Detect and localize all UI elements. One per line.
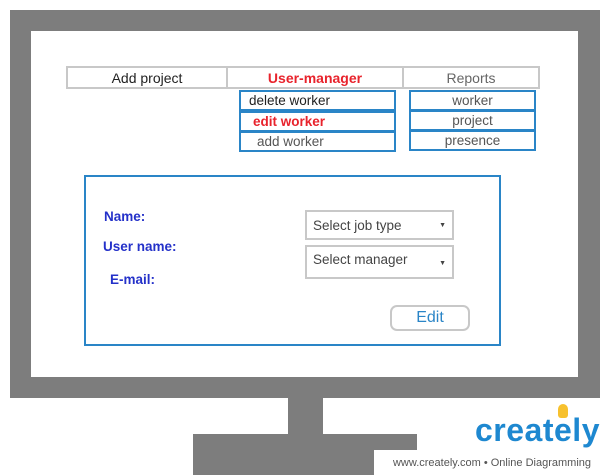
creately-logo: creately: [475, 412, 600, 448]
submenu-item-edit-worker[interactable]: edit worker: [239, 111, 396, 132]
manager-select-value: Select manager: [313, 252, 408, 267]
edit-button[interactable]: Edit: [390, 305, 470, 331]
submenu-item-project[interactable]: project: [409, 110, 536, 131]
lightbulb-icon: [558, 404, 568, 418]
username-label: User name:: [103, 239, 177, 254]
chevron-down-icon: ▼: [439, 260, 446, 267]
name-label: Name:: [104, 209, 146, 224]
submenu-item-worker[interactable]: worker: [409, 90, 536, 111]
menu-tab-reports[interactable]: Reports: [402, 66, 540, 89]
submenu-item-delete-worker[interactable]: delete worker: [239, 90, 396, 111]
footer-text: www.creately.com • Online Diagramming: [374, 450, 610, 475]
menu-tab-add-project[interactable]: Add project: [66, 66, 228, 89]
chevron-down-icon: ▼: [439, 221, 446, 229]
submenu-item-presence[interactable]: presence: [409, 130, 536, 151]
email-label: E-mail:: [110, 272, 156, 287]
job-type-select-value: Select job type: [313, 217, 402, 233]
monitor-stand-neck: [288, 398, 323, 434]
menu-tab-user-manager[interactable]: User-manager: [226, 66, 404, 89]
submenu-item-add-worker[interactable]: add worker: [239, 131, 396, 152]
manager-select[interactable]: Select manager ▼: [305, 245, 454, 279]
job-type-select[interactable]: Select job type ▼: [305, 210, 454, 240]
